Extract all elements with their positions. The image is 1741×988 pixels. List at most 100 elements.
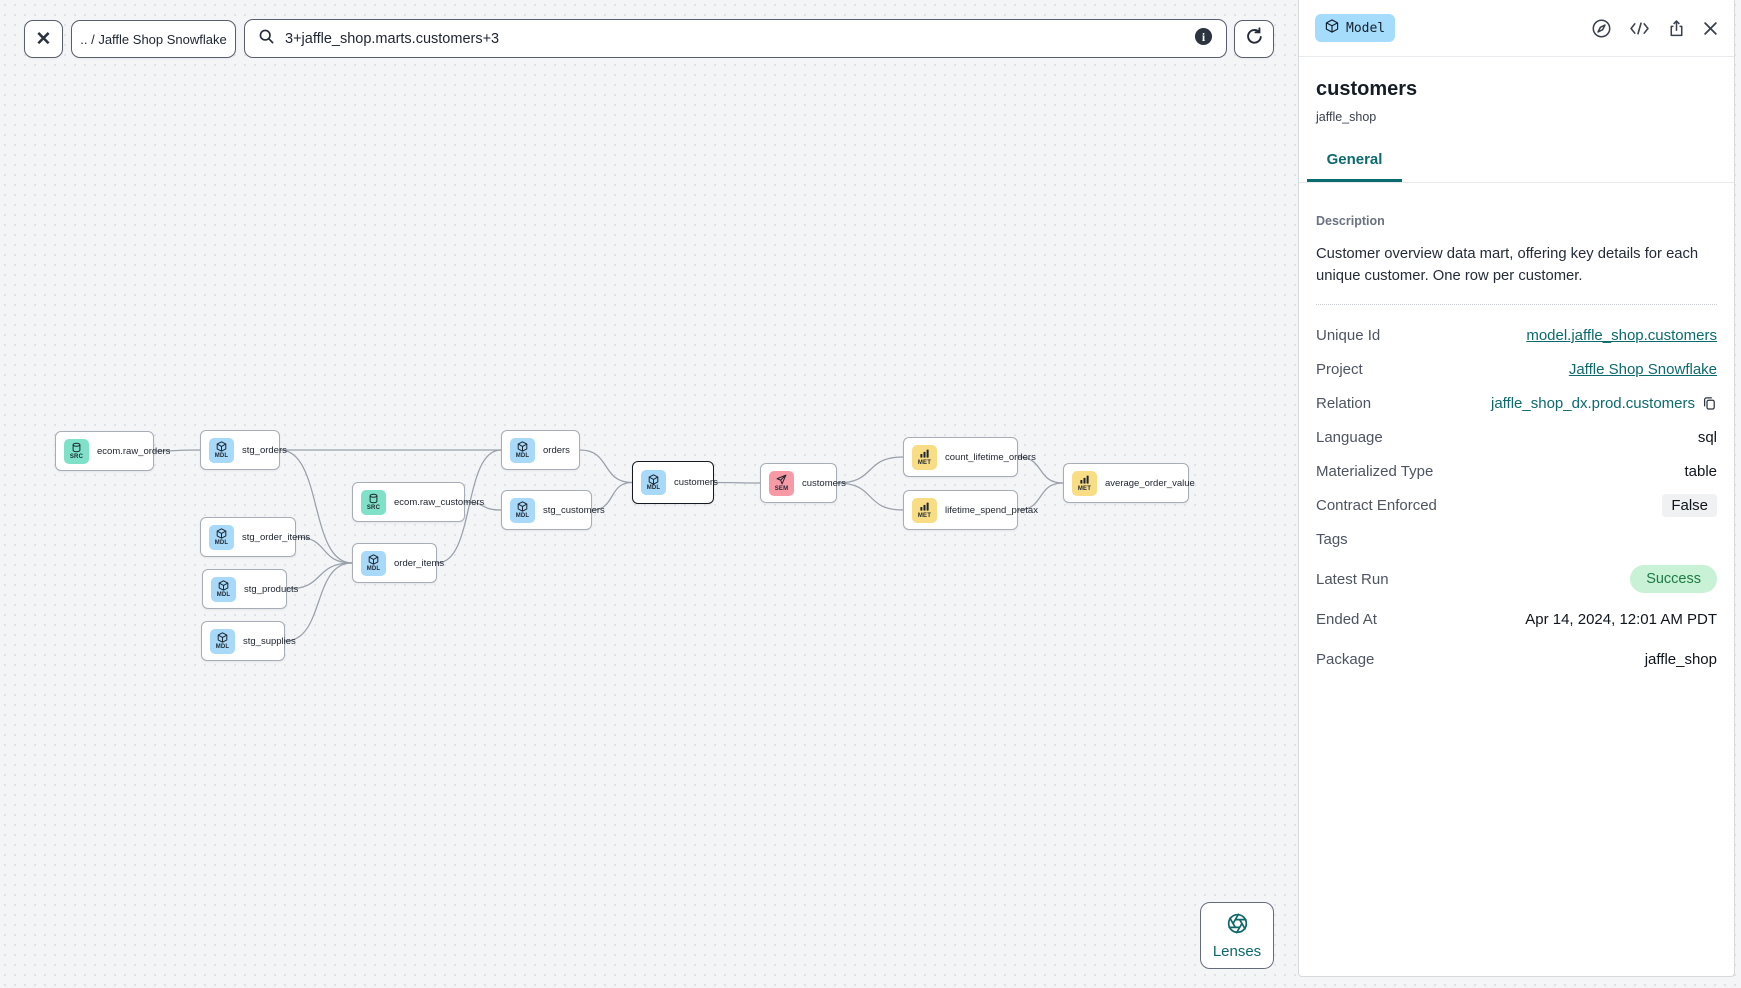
node-label: stg_order_items (242, 531, 311, 543)
graph-node-order_items[interactable]: MDL order_items (352, 543, 444, 583)
field-link[interactable]: Jaffle Shop Snowflake (1568, 360, 1717, 378)
met-icon: MET (912, 497, 937, 523)
explore-icon[interactable] (1591, 18, 1612, 39)
share-icon[interactable] (1667, 19, 1686, 38)
resource-detail-panel: Model customers jaffle_shop General Desc… (1298, 0, 1735, 977)
page-title: customers (1316, 78, 1418, 100)
relation-value: jaffle_shop_dx.prod.customers (1490, 394, 1695, 412)
node-label: customers (674, 477, 718, 488)
node-label: orders (543, 444, 570, 456)
node-label: stg_customers (543, 504, 605, 516)
graph-node-stg_order_items[interactable]: MDL stg_order_items (200, 517, 310, 557)
met-icon: MET (1072, 470, 1097, 496)
panel-actions (1591, 18, 1718, 39)
breadcrumb[interactable]: .. / Jaffle Shop Snowflake (71, 20, 236, 58)
mdl-icon: MDL (361, 550, 386, 576)
field-value: model.jaffle_shop.customers (1526, 327, 1717, 344)
status-badge: Success (1630, 565, 1717, 594)
edge-orders-to-customers (579, 449, 633, 484)
node-label: count_lifetime_orders (945, 451, 1036, 463)
node-label: ecom.raw_orders (97, 445, 171, 457)
edge-customers_sem-to-count_lifetime_orders (836, 456, 904, 484)
graph-node-average_order_value[interactable]: MET average_order_value (1063, 463, 1195, 503)
mdl-icon: MDL (209, 524, 234, 550)
tabs-row: General (1299, 151, 1734, 183)
edge-customers-to-customers_sem (713, 481, 761, 484)
graph-node-customers[interactable]: MDL customers (632, 461, 718, 504)
graph-node-stg_orders[interactable]: MDL stg_orders (200, 430, 287, 470)
tab-general[interactable]: General (1307, 151, 1402, 182)
close-icon: ✕ (35, 28, 52, 50)
field-value: table (1684, 462, 1717, 480)
aperture-icon (1226, 912, 1249, 939)
code-icon[interactable] (1629, 21, 1650, 36)
graph-node-lifetime_spend_pretax[interactable]: MET lifetime_spend_pretax (903, 490, 1038, 530)
field-label: Materialized Type (1316, 462, 1434, 480)
met-icon: MET (912, 444, 937, 470)
src-icon: SRC (64, 438, 89, 464)
copy-icon[interactable] (1702, 396, 1717, 411)
graph-node-count_lifetime_orders[interactable]: MET count_lifetime_orders (903, 437, 1036, 477)
description-label: Description (1316, 214, 1385, 228)
graph-node-stg_customers[interactable]: MDL stg_customers (501, 490, 605, 530)
mdl-icon: MDL (211, 576, 236, 602)
field-value: Success (1630, 565, 1717, 594)
resource-type-badge: Model (1315, 14, 1396, 42)
mdl-icon: MDL (510, 437, 535, 463)
close-icon[interactable] (1703, 21, 1718, 36)
field-label: Contract Enforced (1316, 496, 1437, 514)
close-lineage-button[interactable]: ✕ (24, 20, 63, 58)
field-label: Unique Id (1316, 326, 1381, 344)
graph-node-customers_sem[interactable]: SEM customers (760, 463, 846, 503)
field-label: Ended At (1316, 610, 1377, 628)
field-row-ended-at: Ended At Apr 14, 2024, 12:01 AM PDT (1316, 602, 1717, 636)
info-icon[interactable]: i (1194, 27, 1213, 51)
graph-node-ecom_raw_customers[interactable]: SRC ecom.raw_customers (352, 482, 484, 522)
field-row-relation: Relation jaffle_shop_dx.prod.customers (1316, 386, 1717, 420)
search-icon (258, 28, 275, 50)
status-badge: False (1662, 493, 1717, 517)
field-row-package: Package jaffle_shop (1316, 642, 1717, 676)
node-label: ecom.raw_customers (394, 496, 485, 508)
edge-customers_sem-to-lifetime_spend_pretax (836, 482, 904, 511)
refresh-button[interactable] (1234, 20, 1274, 58)
field-row-contract-enforced: Contract Enforced False (1316, 488, 1717, 522)
lineage-selector-input[interactable]: 3+jaffle_shop.marts.customers+3 i (244, 19, 1227, 58)
field-link[interactable]: model.jaffle_shop.customers (1526, 326, 1717, 344)
graph-node-orders[interactable]: MDL orders (501, 430, 580, 470)
src-icon: SRC (361, 489, 386, 515)
model-cube-icon (1325, 19, 1339, 37)
node-label: stg_orders (242, 444, 287, 456)
svg-text:i: i (1202, 29, 1206, 43)
mdl-icon: MDL (510, 497, 535, 523)
field-label: Relation (1316, 394, 1372, 412)
node-label: order_items (394, 557, 445, 569)
field-value: Jaffle Shop Snowflake (1569, 361, 1717, 378)
field-row-materialized-type: Materialized Type table (1316, 454, 1717, 488)
field-value: jaffle_shop (1644, 650, 1717, 668)
field-label: Tags (1316, 530, 1348, 548)
mdl-icon: MDL (641, 470, 666, 495)
field-row-tags: Tags (1316, 522, 1717, 556)
mdl-icon: MDL (209, 437, 234, 463)
edge-stg_supplies-to-order_items (284, 562, 353, 642)
field-label: Latest Run (1316, 570, 1389, 588)
node-label: lifetime_spend_pretax (945, 504, 1038, 516)
sem-icon: SEM (769, 470, 794, 496)
field-row-unique-id: Unique Id model.jaffle_shop.customers (1316, 318, 1717, 352)
divider (1316, 304, 1717, 306)
field-label: Package (1316, 650, 1375, 668)
graph-node-ecom_raw_orders[interactable]: SRC ecom.raw_orders (55, 431, 170, 471)
node-label: customers (802, 477, 846, 489)
field-value: False (1662, 493, 1717, 517)
field-value: Apr 14, 2024, 12:01 AM PDT (1525, 610, 1717, 628)
panel-header: Model (1299, 0, 1734, 57)
field-value: sql (1697, 428, 1717, 446)
lenses-button[interactable]: Lenses (1200, 902, 1274, 969)
node-label: stg_supplies (243, 635, 296, 647)
node-label: average_order_value (1105, 477, 1195, 489)
